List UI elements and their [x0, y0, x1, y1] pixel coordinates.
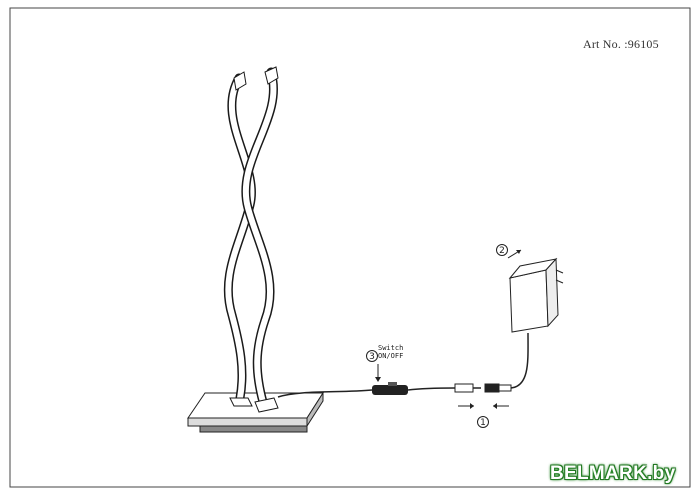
adapter-cable: [510, 332, 529, 389]
step-1-marker: 1: [477, 416, 489, 428]
arrows-step-1: [458, 403, 509, 409]
lamp-base: [187, 391, 324, 433]
lamp-cable: [277, 389, 373, 398]
switch-cable: [407, 387, 456, 391]
step-3-marker: 3: [366, 350, 378, 362]
drawing-frame: [9, 7, 691, 488]
switch-label-line1: Switch: [378, 344, 404, 352]
power-adapter: [508, 257, 564, 333]
step-2-marker: 2: [496, 244, 508, 256]
article-number: Art No. :96105: [583, 37, 659, 51]
switch-label-line2: ON/OFF: [378, 352, 404, 360]
dc-plug: [454, 383, 481, 393]
dc-socket: [484, 383, 512, 393]
watermark: BELMARK.by: [550, 463, 676, 484]
inline-switch: [372, 364, 408, 395]
lamp-body: [223, 66, 279, 413]
switch-label: Switch ON/OFF: [378, 344, 403, 360]
